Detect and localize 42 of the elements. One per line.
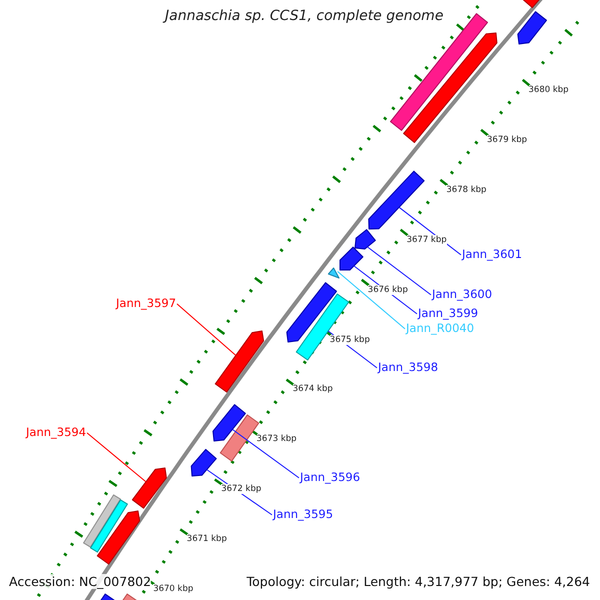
gene-block	[521, 0, 542, 8]
gene-block	[517, 11, 547, 44]
leader-line	[232, 428, 300, 478]
scale-label: 3678 kbp	[446, 185, 486, 196]
gene-block	[132, 468, 167, 509]
scale-label: 3675 kbp	[330, 334, 370, 345]
scale-label: 3677 kbp	[406, 234, 447, 245]
gene-label: Jann_3594	[26, 426, 86, 440]
gene-label: Jann_3598	[378, 361, 438, 375]
title: Jannaschia sp. CCS1, complete genome	[165, 8, 444, 25]
gene-bar	[296, 294, 350, 360]
gene-block	[96, 510, 140, 565]
gene-label: Jann_3595	[273, 508, 334, 522]
gene-label: Jann_3599	[418, 307, 478, 321]
gene-block	[368, 170, 425, 230]
leader-line	[86, 432, 146, 482]
gene-label: Jann_3597	[116, 297, 176, 311]
gene-block	[214, 330, 264, 393]
scale-label: 3671 kbp	[186, 534, 227, 544]
gene-block	[212, 404, 246, 442]
scale-label: 3680 kbp	[528, 85, 569, 96]
scale-label: 3672 kbp	[221, 484, 262, 494]
gene-block	[340, 246, 364, 270]
gene-triangle	[328, 268, 340, 278]
gene-block	[354, 229, 376, 250]
accession-text: Accession: NC_007802	[9, 574, 152, 589]
gene-label: Jann_3600	[432, 288, 492, 302]
gene-label: Jann_3596	[300, 471, 360, 485]
leader-line	[366, 246, 432, 296]
scale-label: 3676 kbp	[368, 284, 408, 295]
gene-bar	[83, 494, 121, 548]
gene-block	[190, 448, 217, 476]
scale-label: 3674 kbp	[292, 384, 333, 395]
leader-line	[337, 271, 406, 330]
gene-bar	[90, 499, 128, 553]
gene-label: Jann_3601	[462, 248, 522, 262]
scale-label: 3670 kbp	[153, 584, 194, 594]
scale-label: 3673 kbp	[256, 434, 297, 444]
scale-label: 3679 kbp	[487, 135, 528, 146]
leader-line	[176, 303, 236, 356]
genome-stats-text: Topology: circular; Length: 4,317,977 bp; Genes: 4,264	[246, 574, 590, 589]
gene-label: Jann_R0040	[406, 322, 474, 336]
